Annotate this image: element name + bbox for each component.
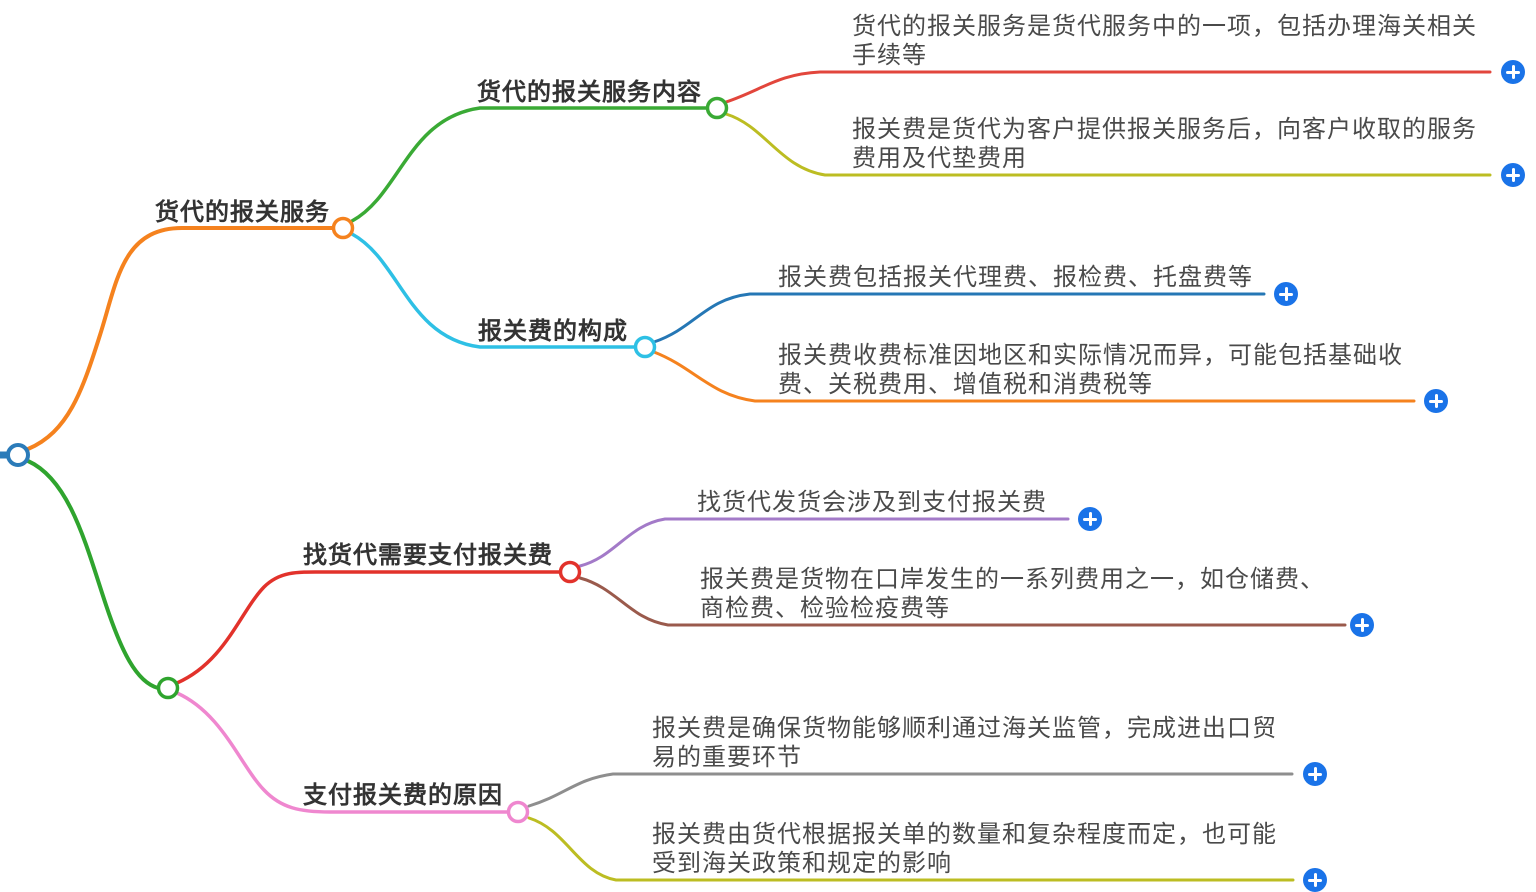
plus-icon bbox=[1424, 389, 1448, 413]
edge-leaf-service-desc bbox=[724, 70, 1492, 104]
leaf-text-fee-standard[interactable]: 报关费收费标准因地区和实际情况而异，可能包括基础收费、关税费用、增值税和消费税等 bbox=[778, 342, 1403, 398]
edge-leaf-fee-items bbox=[652, 292, 1266, 344]
branch1-child1-node[interactable] bbox=[705, 96, 729, 120]
plus-icon bbox=[1303, 762, 1327, 786]
plus-icon bbox=[1274, 282, 1298, 306]
branch1-child1-label[interactable]: 货代的报关服务内容 bbox=[477, 79, 702, 106]
edge-leaf-pay-reason bbox=[527, 772, 1294, 808]
leaf-text-fee-definition[interactable]: 报关费是货代为客户提供报关服务后，向客户收取的服务费用及代垫费用 bbox=[852, 116, 1477, 172]
branch1-node[interactable] bbox=[331, 216, 355, 240]
leaf-text-pay-involve[interactable]: 找货代发货会涉及到支付报关费 bbox=[697, 489, 1047, 516]
add-node-button-fee-items[interactable] bbox=[1274, 282, 1298, 306]
root-node[interactable] bbox=[6, 443, 30, 467]
leaf-text-pay-reason[interactable]: 报关费是确保货物能够顺利通过海关监管，完成进出口贸易的重要环节 bbox=[652, 715, 1277, 771]
leaf-text-fee-determine[interactable]: 报关费由货代根据报关单的数量和复杂程度而定，也可能受到海关政策和规定的影响 bbox=[652, 821, 1277, 877]
edge-branch2-child2 bbox=[175, 691, 509, 814]
edge-leaf-fee-definition bbox=[724, 112, 1492, 177]
edge-root-branch2 bbox=[26, 459, 160, 690]
branch1-child2-label[interactable]: 报关费的构成 bbox=[478, 318, 628, 345]
edge-root-branch1 bbox=[26, 226, 335, 451]
leaf-text-fee-items[interactable]: 报关费包括报关代理费、报检费、托盘费等 bbox=[778, 264, 1253, 291]
add-node-button-fee-standard[interactable] bbox=[1424, 389, 1448, 413]
edge-leaf-port-fees bbox=[578, 576, 1347, 627]
plus-icon bbox=[1303, 868, 1327, 892]
plus-icon bbox=[1078, 507, 1102, 531]
add-node-button-service-desc[interactable] bbox=[1501, 60, 1525, 84]
branch2-child1-node[interactable] bbox=[558, 560, 582, 584]
plus-icon bbox=[1350, 613, 1374, 637]
add-node-button-port-fees[interactable] bbox=[1350, 613, 1374, 637]
add-node-button-fee-determine[interactable] bbox=[1303, 868, 1327, 892]
edge-leaf-pay-involve bbox=[578, 517, 1070, 568]
edge-leaf-fee-determine bbox=[527, 816, 1295, 882]
leaf-text-service-desc[interactable]: 货代的报关服务是货代服务中的一项，包括办理海关相关手续等 bbox=[852, 13, 1477, 69]
branch2-child1-label[interactable]: 找货代需要支付报关费 bbox=[303, 542, 553, 569]
plus-icon bbox=[1501, 163, 1525, 187]
add-node-button-pay-reason[interactable] bbox=[1303, 762, 1327, 786]
branch1-child2-node[interactable] bbox=[633, 335, 657, 359]
branch1-label[interactable]: 货代的报关服务 bbox=[155, 199, 330, 226]
edge-branch2-child1 bbox=[175, 570, 561, 685]
leaf-text-port-fees[interactable]: 报关费是货物在口岸发生的一系列费用之一，如仓储费、商检费、检验检疫费等 bbox=[700, 566, 1325, 622]
plus-icon bbox=[1501, 60, 1525, 84]
edge-leaf-fee-standard bbox=[652, 350, 1416, 403]
branch2-node[interactable] bbox=[156, 676, 180, 700]
branch2-child2-node[interactable] bbox=[506, 800, 530, 824]
edge-branch1-child1 bbox=[350, 106, 709, 223]
add-node-button-fee-definition[interactable] bbox=[1501, 163, 1525, 187]
branch2-child2-label[interactable]: 支付报关费的原因 bbox=[303, 782, 503, 809]
add-node-button-pay-involve[interactable] bbox=[1078, 507, 1102, 531]
edge-branch1-child2 bbox=[350, 232, 636, 349]
